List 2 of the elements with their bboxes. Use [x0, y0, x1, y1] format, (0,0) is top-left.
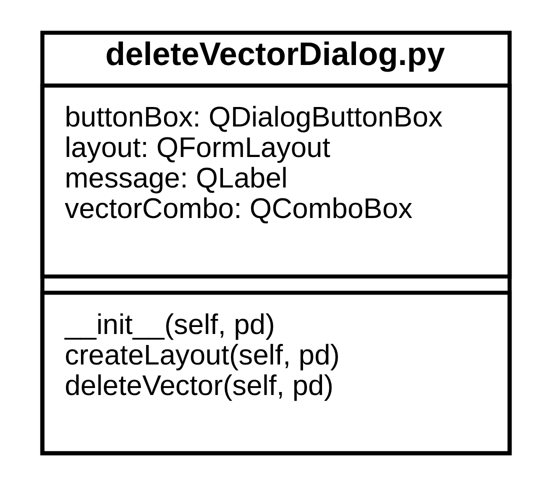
node-box: buttonBox: QDialogButtonBox layout: QFormLayout message: QLabel vectorCombo: QComboBox — [40, 84, 512, 279]
node-box: __init__(self, pd) createLayout(self, pd) deleteVector(self, pd) — [40, 290, 512, 456]
